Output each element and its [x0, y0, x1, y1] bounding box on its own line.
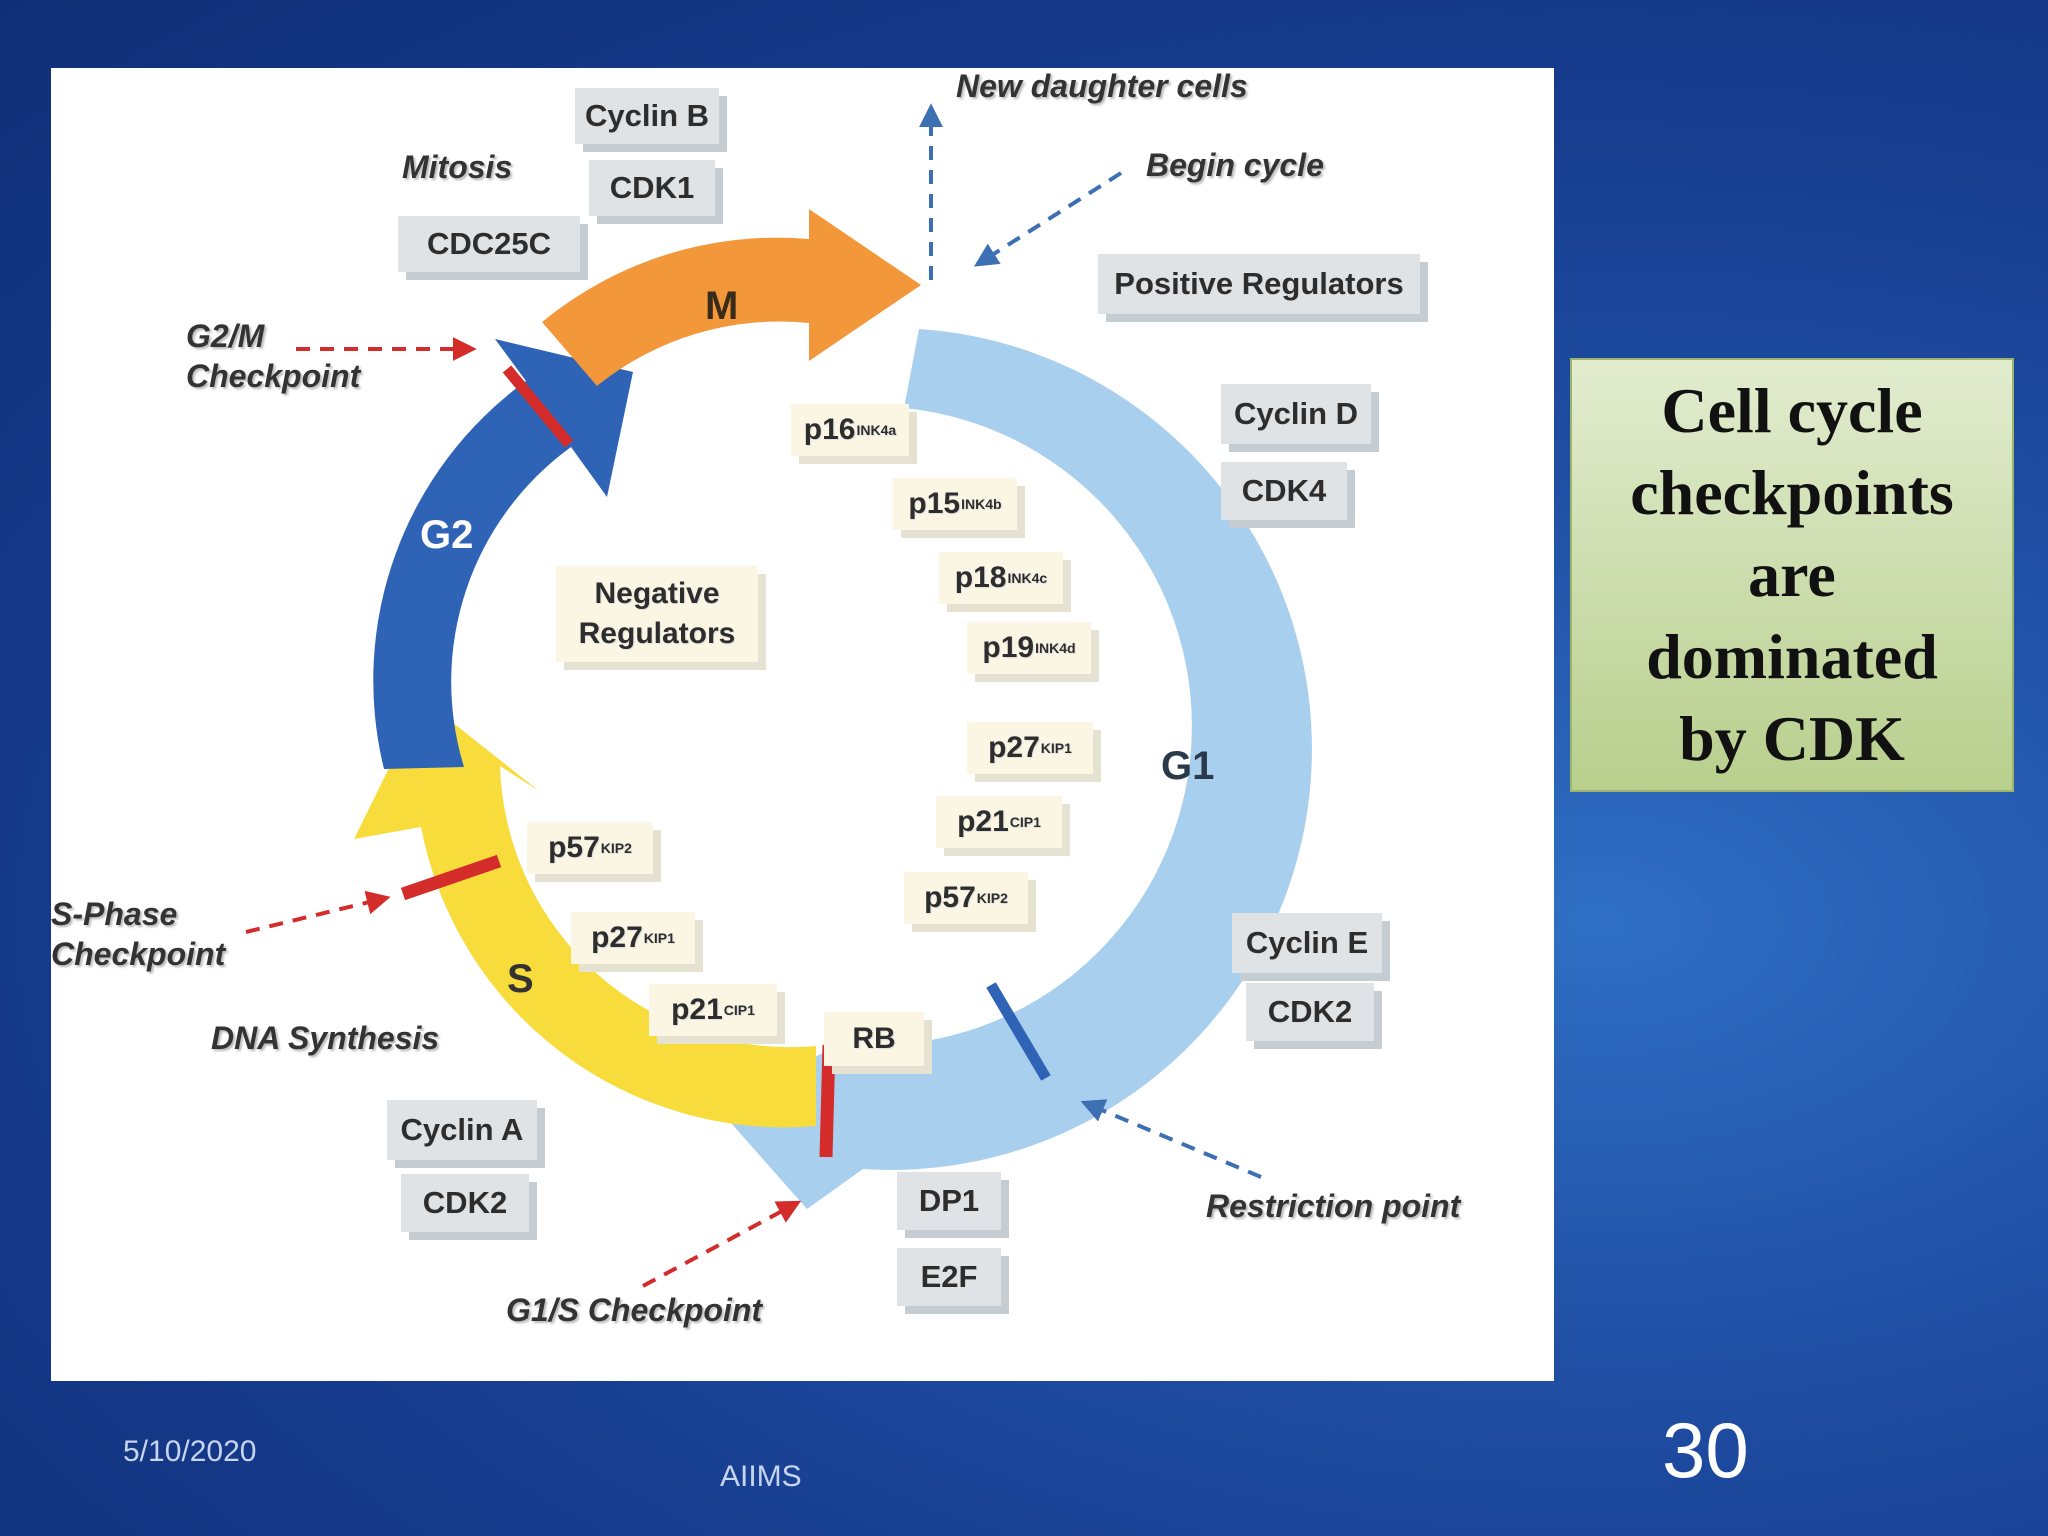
p27-g1-sup: KIP1: [1040, 740, 1072, 756]
callout-line-1: Cell cycle: [1661, 375, 1923, 446]
p18-label: p18: [954, 561, 1007, 594]
negative-regulators-line-2: Regulators: [578, 617, 736, 650]
s-phase-checkpoint-label: S-Phase Checkpoint: [51, 894, 225, 974]
mitosis-label: Mitosis: [402, 149, 513, 185]
p27-s-label: p27: [591, 921, 643, 954]
footer-date: 5/10/2020: [123, 1435, 257, 1468]
m-phase-arc: [542, 209, 921, 386]
cdk1-box: CDK1: [589, 160, 715, 216]
dna-synthesis-label: DNA Synthesis: [211, 1020, 440, 1056]
p57-g1-sup: KIP2: [976, 890, 1008, 906]
g2m-checkpoint-line-2: Checkpoint: [186, 358, 361, 394]
cdk2-e-box: CDK2: [1246, 983, 1374, 1041]
s-phase-checkpoint-arrow: [245, 890, 391, 934]
p27-g1-label: p27: [988, 731, 1040, 764]
positive-regulators-box: Positive Regulators: [1098, 254, 1420, 314]
new-daughter-cells-label: New daughter cells: [956, 68, 1248, 104]
phase-label-s: S: [507, 957, 534, 1001]
cdk4-box: CDK4: [1221, 462, 1347, 520]
g1s-checkpoint-label: G1/S Checkpoint: [506, 1292, 763, 1328]
e2f-box: E2F: [897, 1248, 1001, 1306]
restriction-point-arrow: [1080, 1099, 1262, 1179]
restriction-point-bar: [986, 982, 1051, 1081]
begin-cycle-label: Begin cycle: [1146, 147, 1324, 183]
p21-s-sup: CIP1: [723, 1002, 755, 1018]
g1s-checkpoint-arrow: [642, 1200, 802, 1288]
cyclin-e-box: Cyclin E: [1232, 913, 1382, 973]
rb-box: RB: [824, 1012, 924, 1066]
callout-line-2: checkpoints: [1630, 457, 1954, 528]
cyclin-d-box: Cyclin D: [1221, 384, 1371, 444]
p21-s-label: p21: [671, 993, 723, 1026]
p27-s-sup: KIP1: [643, 930, 675, 946]
g2m-checkpoint-label: G2/M Checkpoint: [186, 316, 360, 396]
g1-phase-arc: [716, 329, 1312, 1209]
g2m-checkpoint-line-1: G2/M: [186, 318, 265, 354]
callout-line-4: dominated: [1646, 621, 1938, 692]
phase-label-m: M: [705, 284, 739, 328]
s-phase-checkpoint-line-1: S-Phase: [51, 896, 178, 932]
cdk2-a-box: CDK2: [401, 1174, 529, 1232]
p19-label: p19: [982, 631, 1035, 664]
s-phase-checkpoint-bar: [400, 854, 502, 901]
phase-label-g2: G2: [420, 513, 474, 557]
p57-s-label: p57: [548, 831, 600, 864]
cdc25c-box: CDC25C: [398, 216, 580, 272]
negative-regulators-line-1: Negative: [594, 577, 720, 610]
p21-g1-label: p21: [957, 805, 1009, 838]
cdk-callout-box: Cell cycle checkpoints are dominated by …: [1570, 358, 2014, 792]
cell-cycle-figure: M G2 S G1 New daughter cells Begin cycle…: [51, 68, 1554, 1381]
s-phase-arc: [354, 699, 816, 1128]
footer-organization: AIIMS: [720, 1460, 802, 1493]
p18-sup: INK4c: [1007, 570, 1048, 586]
callout-line-3: are: [1748, 539, 1836, 610]
restriction-point-label: Restriction point: [1206, 1188, 1461, 1224]
callout-line-5: by CDK: [1679, 703, 1905, 774]
begin-cycle-arrow: [973, 171, 1123, 267]
p15-label: p15: [908, 487, 961, 520]
p57-g1-label: p57: [924, 881, 976, 914]
dp1-box: DP1: [897, 1172, 1001, 1230]
p15-sup: INK4b: [961, 496, 1002, 512]
negative-regulators-box: Negative Regulators: [556, 566, 758, 662]
slide-number: 30: [1662, 1406, 1749, 1494]
p21-g1-sup: CIP1: [1009, 814, 1041, 830]
s-phase-checkpoint-line-2: Checkpoint: [51, 936, 226, 972]
phase-label-g1: G1: [1161, 744, 1215, 788]
cyclin-b-box: Cyclin B: [575, 88, 719, 144]
p16-sup: INK4a: [856, 422, 897, 438]
p57-s-sup: KIP2: [600, 840, 632, 856]
p19-sup: INK4d: [1035, 640, 1076, 656]
p16-label: p16: [803, 413, 856, 446]
cyclin-a-box: Cyclin A: [387, 1100, 537, 1160]
g2-phase-arc: [373, 339, 633, 769]
g2m-checkpoint-bar: [502, 365, 574, 448]
